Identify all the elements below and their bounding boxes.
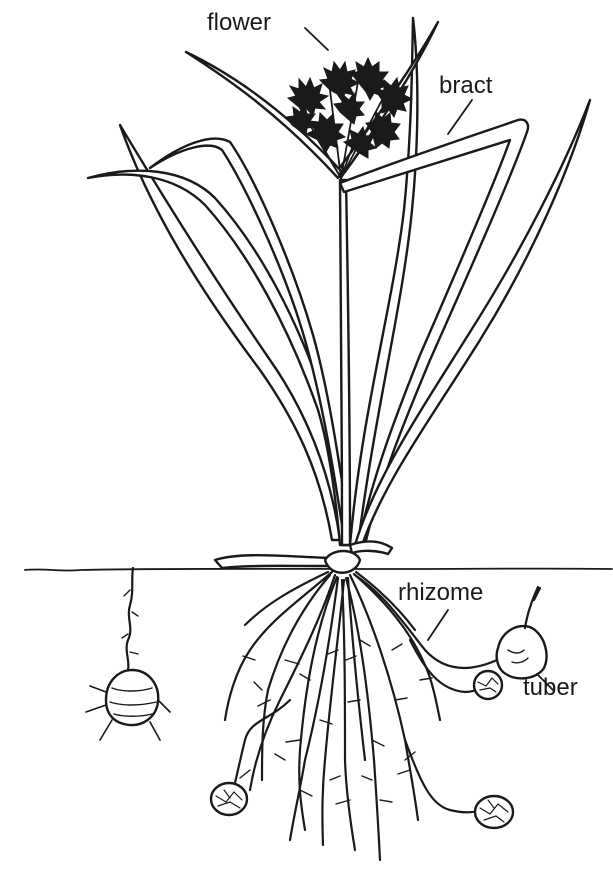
leaf-left-curl bbox=[88, 171, 347, 545]
flower-stalk bbox=[340, 180, 350, 545]
root-system bbox=[225, 572, 440, 860]
leader-line-rhizome bbox=[428, 610, 448, 640]
leader-line-flower bbox=[305, 28, 328, 50]
label-bract: bract bbox=[439, 72, 493, 99]
rhizome-lower-right bbox=[405, 740, 482, 812]
sprouting-tuber bbox=[86, 568, 170, 740]
rhizome-mid-right bbox=[410, 640, 480, 692]
ground-line bbox=[25, 569, 612, 571]
leader-line-bract bbox=[448, 100, 472, 134]
bract-left-upper bbox=[186, 52, 342, 178]
label-flower: flower bbox=[207, 9, 271, 36]
tuber-mid-right bbox=[474, 671, 502, 699]
label-rhizome: rhizome bbox=[398, 579, 483, 606]
tuber-sprout bbox=[525, 587, 540, 628]
tubers bbox=[211, 587, 547, 828]
